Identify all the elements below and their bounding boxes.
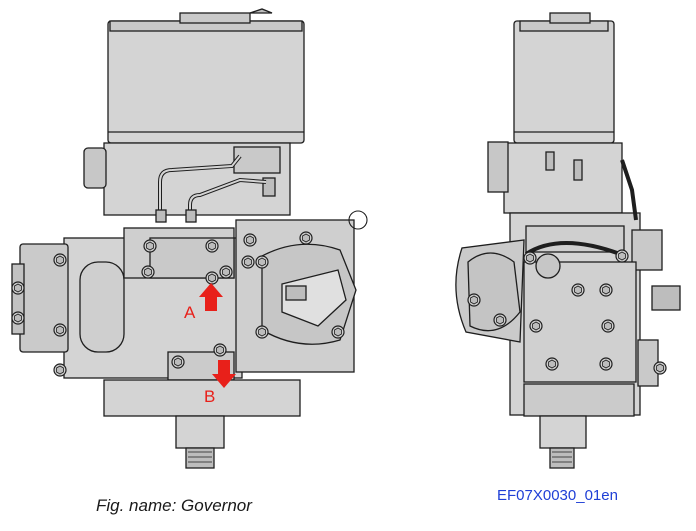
port-a-label: A (184, 303, 196, 322)
governor-front-view (455, 12, 681, 469)
figure-caption: Fig. name: Governor (96, 496, 252, 515)
port-b-marker: B (204, 360, 236, 406)
actuator-housing-front (513, 20, 615, 144)
actuator-housing (107, 20, 305, 144)
port-b-label: B (204, 387, 215, 406)
governor-side-view (11, 8, 368, 469)
figure-code: EF07X0030_01en (497, 487, 618, 504)
base-plate (103, 379, 301, 417)
port-a-marker: A (184, 283, 223, 322)
